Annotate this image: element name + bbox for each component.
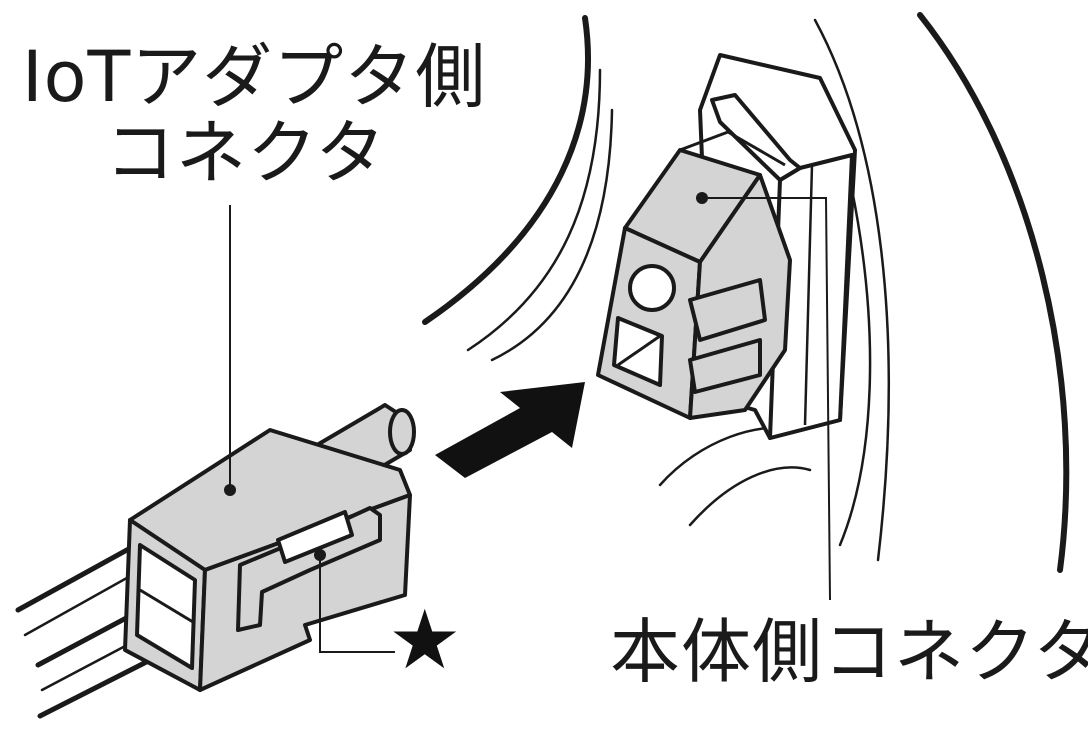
leader-adapter-dot <box>224 484 236 496</box>
main-connector-ridge <box>679 130 729 152</box>
housing-curve-left-inner-a <box>466 68 602 352</box>
iot-adapter-connector <box>123 403 416 692</box>
label-iot-adapter-connector-line1: IoTアダプタ側 <box>22 36 487 118</box>
star-icon: ★ <box>388 593 462 688</box>
main-connector-square-hole-diagonal <box>617 334 661 367</box>
cable-wire-upper-a <box>15 537 148 613</box>
housing-curve-mid-a <box>813 18 890 562</box>
leader-star-latch <box>319 555 395 653</box>
insertion-arrow <box>435 382 585 478</box>
main-connector-latch <box>688 278 767 342</box>
housing-curve-left-inner-b <box>490 108 614 362</box>
label-main-unit-connector: 本体側コネクタ <box>610 611 1088 693</box>
adapter-front-divider <box>139 588 194 624</box>
label-iot-adapter-connector-line2: コネクタ <box>105 112 387 194</box>
housing-curve-right-outer <box>917 12 1070 573</box>
arrow-shape <box>435 382 585 478</box>
housing-curve-bottom-b <box>688 466 812 527</box>
socket-rim-line <box>803 164 814 426</box>
leader-star-dot <box>314 549 326 561</box>
adapter-latch-tab <box>276 510 354 564</box>
main-unit-connector <box>596 130 792 420</box>
housing-curves <box>422 12 1070 573</box>
leader-lines <box>224 192 831 653</box>
main-connector-front-face <box>596 226 702 420</box>
adapter-pin-tip <box>388 408 416 456</box>
main-connector-latch-lower <box>688 338 762 394</box>
main-connector-round-hole <box>628 264 676 312</box>
housing-curve-left-outer <box>422 15 591 325</box>
housing-curve-mid-b <box>838 188 872 547</box>
leader-main-dot <box>696 192 708 204</box>
main-connector-ridge-2 <box>727 130 786 167</box>
socket-top-lip <box>710 93 802 182</box>
leader-main-connector <box>702 197 831 601</box>
